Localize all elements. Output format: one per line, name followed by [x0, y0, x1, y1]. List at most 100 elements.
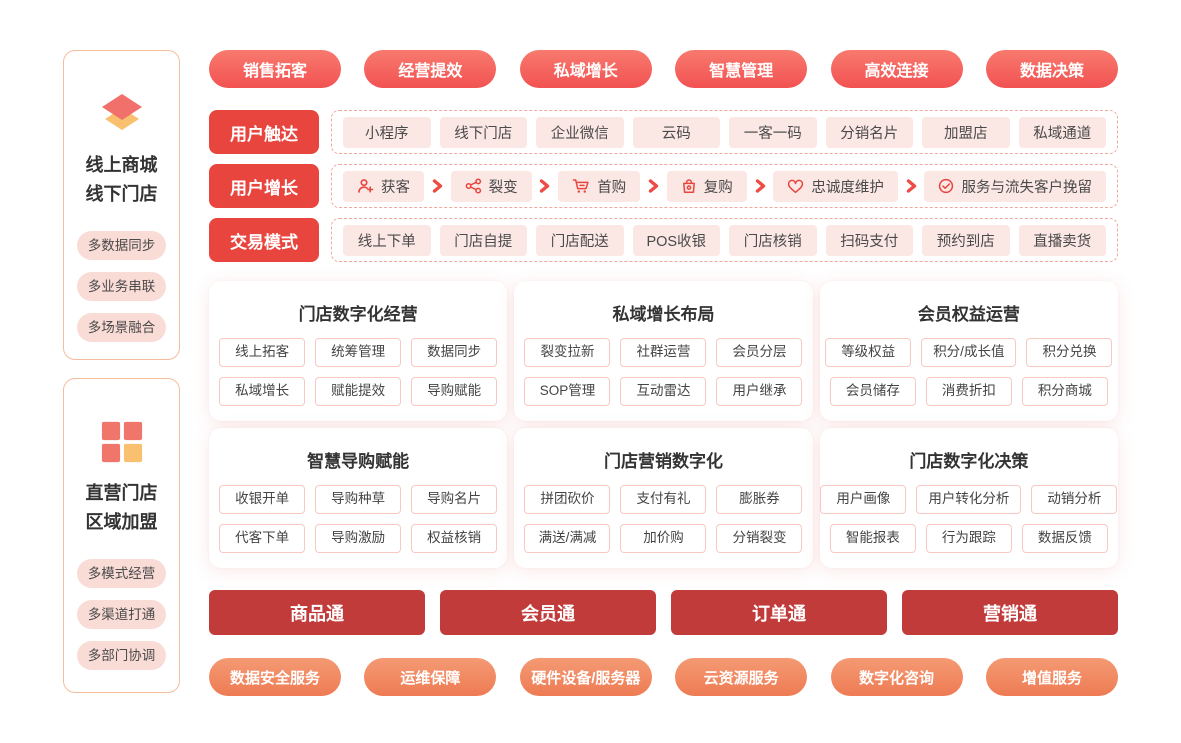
card-item[interactable]: 收银开单 — [219, 485, 306, 514]
growth-step-loyalty[interactable]: 忠诚度维护 — [773, 170, 898, 202]
platform-button-goods[interactable]: 商品通 — [209, 590, 425, 635]
growth-step-label: 首购 — [597, 179, 627, 196]
card-item[interactable]: 导购激励 — [315, 524, 402, 553]
card-item[interactable]: 拼团砍价 — [524, 485, 611, 514]
trade-item[interactable]: 直播卖货 — [1018, 224, 1106, 256]
card-smart-guide: 智慧导购赋能 收银开单 导购种草 导购名片 代客下单 导购激励 权益核销 — [209, 428, 508, 568]
growth-step-fission[interactable]: 裂变 — [450, 170, 532, 202]
card-title: 门店数字化决策 — [909, 452, 1029, 471]
card-item[interactable]: 积分/成长值 — [921, 338, 1017, 367]
touch-item[interactable]: 线下门店 — [439, 116, 527, 148]
card-item[interactable]: 导购名片 — [411, 485, 498, 514]
grid-icon — [100, 419, 144, 465]
card-item[interactable]: 权益核销 — [411, 524, 498, 553]
touch-item[interactable]: 小程序 — [343, 116, 431, 148]
growth-step-acquisition[interactable]: 获客 — [343, 170, 424, 202]
service-pill-ops[interactable]: 运维保障 — [364, 658, 497, 696]
card-item[interactable]: 积分商城 — [1021, 377, 1108, 406]
platform-button-order[interactable]: 订单通 — [671, 590, 887, 635]
touch-item[interactable]: 加盟店 — [922, 116, 1010, 148]
card-store-decision: 门店数字化决策 用户画像 用户转化分析 动销分析 智能报表 行为跟踪 数据反馈 — [819, 428, 1118, 568]
capability-pill-smart-management[interactable]: 智慧管理 — [675, 50, 808, 88]
touch-item[interactable]: 分销名片 — [825, 116, 913, 148]
card-item[interactable]: 代客下单 — [219, 524, 306, 553]
card-item[interactable]: 会员储存 — [829, 377, 916, 406]
capability-pill-efficiency[interactable]: 经营提效 — [364, 50, 497, 88]
card-title: 会员权益运营 — [917, 305, 1020, 324]
platform-button-marketing[interactable]: 营销通 — [902, 590, 1118, 635]
card-item[interactable]: 等级权益 — [825, 338, 912, 367]
trade-item[interactable]: 预约到店 — [922, 224, 1010, 256]
growth-step-repurchase[interactable]: 复购 — [666, 170, 747, 202]
service-pill-cloud[interactable]: 云资源服务 — [675, 658, 808, 696]
card-item[interactable]: 分销裂变 — [716, 524, 803, 553]
card-item[interactable]: 数据同步 — [411, 338, 498, 367]
card-item[interactable]: 导购赋能 — [411, 377, 498, 406]
sidebar-panel-franchise: 直营门店 区域加盟 多模式经营 多渠道打通 多部门协调 — [63, 378, 180, 693]
card-item[interactable]: 导购种草 — [315, 485, 402, 514]
card-item[interactable]: 会员分层 — [716, 338, 803, 367]
card-row: 满送/满减 加价购 分销裂变 — [514, 524, 812, 553]
card-item[interactable]: 互动雷达 — [620, 377, 707, 406]
card-item[interactable]: SOP管理 — [524, 377, 611, 406]
service-pill-consulting[interactable]: 数字化咨询 — [830, 658, 963, 696]
card-item[interactable]: 统筹管理 — [315, 338, 402, 367]
capability-pill-row: 销售拓客 经营提效 私域增长 智慧管理 高效连接 数据决策 — [209, 50, 1118, 88]
capability-pill-data-decision[interactable]: 数据决策 — [985, 50, 1118, 88]
growth-step-first-purchase[interactable]: 首购 — [558, 170, 641, 202]
platform-button-member[interactable]: 会员通 — [440, 590, 656, 635]
card-item[interactable]: 裂变拉新 — [524, 338, 611, 367]
trade-item[interactable]: 门店配送 — [536, 224, 624, 256]
card-item[interactable]: 用户转化分析 — [916, 485, 1022, 514]
trade-item[interactable]: 门店核销 — [729, 224, 817, 256]
growth-step-label: 获客 — [381, 179, 410, 196]
growth-step-label: 复购 — [703, 179, 733, 196]
card-item[interactable]: 消费折扣 — [925, 377, 1012, 406]
card-item[interactable]: 行为跟踪 — [925, 524, 1012, 553]
user-growth-label: 用户增长 — [209, 164, 319, 208]
card-item[interactable]: 积分兑换 — [1026, 338, 1113, 367]
panel-title-line: 区域加盟 — [85, 512, 158, 532]
trade-item[interactable]: 门店自提 — [439, 224, 527, 256]
service-pill-hardware[interactable]: 硬件设备/服务器 — [519, 658, 652, 696]
platform-button-row: 商品通 会员通 订单通 营销通 — [209, 590, 1118, 635]
touch-item[interactable]: 云码 — [632, 116, 720, 148]
card-item[interactable]: 加价购 — [620, 524, 707, 553]
trade-item[interactable]: POS收银 — [632, 224, 720, 256]
panel-tags: 多数据同步 多业务串联 多场景融合 — [76, 231, 167, 342]
card-row: 等级权益 积分/成长值 积分兑换 — [820, 338, 1118, 367]
trade-item[interactable]: 线上下单 — [343, 224, 431, 256]
touch-item[interactable]: 私域通道 — [1018, 116, 1106, 148]
growth-step-retention[interactable]: 服务与流失客户挽留 — [924, 170, 1106, 202]
card-item[interactable]: 线上拓客 — [219, 338, 306, 367]
card-row: 收银开单 导购种草 导购名片 — [209, 485, 507, 514]
cart-icon — [572, 178, 590, 194]
trade-item[interactable]: 扫码支付 — [825, 224, 913, 256]
card-item[interactable]: 社群运营 — [620, 338, 707, 367]
heart-icon — [787, 179, 804, 194]
card-item[interactable]: 赋能提效 — [315, 377, 402, 406]
card-row: SOP管理 互动雷达 用户继承 — [514, 377, 812, 406]
touch-item[interactable]: 企业微信 — [536, 116, 624, 148]
growth-step-label: 裂变 — [488, 179, 518, 196]
chevron-right-icon — [432, 179, 443, 193]
card-item[interactable]: 支付有礼 — [620, 485, 707, 514]
panel-title-line: 线下门店 — [85, 184, 158, 204]
card-item[interactable]: 膨胀券 — [716, 485, 803, 514]
card-item[interactable]: 用户画像 — [820, 485, 907, 514]
capability-pill-private-domain[interactable]: 私域增长 — [519, 50, 652, 88]
card-row: 用户画像 用户转化分析 动销分析 — [820, 485, 1118, 514]
card-item[interactable]: 智能报表 — [829, 524, 916, 553]
capability-pill-sales[interactable]: 销售拓客 — [209, 50, 341, 88]
service-pill-data-security[interactable]: 数据安全服务 — [209, 658, 341, 696]
card-title: 私域增长布局 — [612, 305, 715, 324]
capability-pill-connection[interactable]: 高效连接 — [830, 50, 963, 88]
card-item[interactable]: 用户继承 — [716, 377, 803, 406]
service-pill-value-added[interactable]: 增值服务 — [985, 658, 1118, 696]
touch-item[interactable]: 一客一码 — [729, 116, 817, 148]
card-title: 门店营销数字化 — [603, 452, 723, 471]
card-item[interactable]: 动销分析 — [1031, 485, 1118, 514]
card-item[interactable]: 数据反馈 — [1021, 524, 1108, 553]
card-item[interactable]: 满送/满减 — [524, 524, 611, 553]
card-item[interactable]: 私域增长 — [219, 377, 306, 406]
